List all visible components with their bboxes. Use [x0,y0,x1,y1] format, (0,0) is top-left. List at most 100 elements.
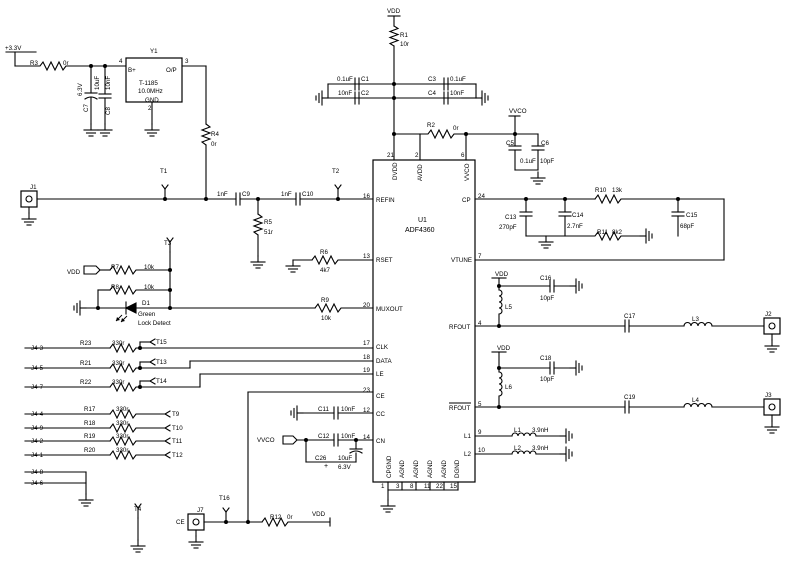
svg-text:O/P: O/P [166,67,177,74]
svg-text:L4: L4 [692,397,699,404]
svg-text:C14: C14 [572,212,584,219]
svg-text:J3: J3 [765,392,772,399]
svg-text:3.9nH: 3.9nH [532,427,549,434]
svg-text:19: 19 [363,367,370,374]
svg-text:Lock Detect: Lock Detect [138,320,171,327]
svg-text:T11: T11 [172,438,183,445]
svg-text:3: 3 [185,58,189,65]
svg-text:4: 4 [119,58,123,65]
loop-filter-section: R10 13k C13 270pF C14 2.7nF R11 8k2 C15 … [474,187,725,261]
svg-text:2.7nF: 2.7nF [567,223,583,230]
svg-text:J1: J1 [30,184,37,191]
svg-text:R5: R5 [264,219,272,226]
vdd-supply-section: VDD R1 10r 0.1uF C1 10nF C2 C3 0.1uF C4 … [315,8,554,185]
svg-text:CN: CN [376,438,385,445]
svg-text:10nF: 10nF [450,90,464,97]
svg-text:C6: C6 [541,140,549,147]
svg-text:R6: R6 [320,249,328,256]
svg-text:Green: Green [138,311,156,318]
svg-text:LE: LE [376,371,384,378]
svg-text:18: 18 [363,354,370,361]
svg-text:15: 15 [450,483,457,490]
svg-text:R19: R19 [84,433,96,440]
svg-text:T16: T16 [219,495,230,502]
svg-text:Y1: Y1 [150,48,158,55]
svg-text:11: 11 [424,483,431,490]
svg-text:RFOUT: RFOUT [449,324,471,331]
svg-text:T4: T4 [134,506,142,513]
svg-text:330r: 330r [116,433,128,440]
svg-text:J2: J2 [765,311,772,318]
svg-text:R7: R7 [111,264,119,271]
svg-text:VVCO: VVCO [464,163,471,181]
svg-text:10pF: 10pF [540,158,554,165]
svg-text:AGND: AGND [441,460,448,478]
svg-text:R3: R3 [30,60,38,67]
svg-text:T9: T9 [172,411,180,418]
svg-text:1: 1 [381,483,385,490]
svg-text:RSET: RSET [376,257,393,264]
svg-text:C4: C4 [428,90,436,97]
svg-text:T13: T13 [156,359,167,366]
svg-text:10uF: 10uF [338,455,352,462]
refin-section: J1 T1 1nF C9 R5 51r 1nF C10 T2 [20,168,374,269]
svg-text:13: 13 [363,253,370,260]
svg-text:10pF: 10pF [540,295,554,302]
svg-text:C15: C15 [686,212,698,219]
svg-text:330r: 330r [112,379,124,386]
svg-text:VDD: VDD [387,8,401,15]
svg-text:10nF: 10nF [341,406,355,413]
svg-text:L6: L6 [505,384,512,391]
svg-text:C16: C16 [540,275,552,282]
svg-text:R2: R2 [427,122,435,129]
svg-text:C17: C17 [624,313,636,320]
svg-text:R18: R18 [84,420,96,427]
chip-ref: U1 [418,217,427,224]
svg-text:C11: C11 [318,406,329,413]
svg-text:C10: C10 [302,191,314,198]
svg-text:10: 10 [478,447,485,454]
svg-text:T14: T14 [156,378,167,385]
svg-text:RFOUT: RFOUT [449,405,471,412]
svg-text:7: 7 [478,253,482,260]
svg-text:0.1uF: 0.1uF [337,76,353,83]
svg-text:DATA: DATA [376,358,392,365]
chip-right-pins: CP 24 VTUNE 7 RFOUT 4 RFOUT 5 L1 9 L2 10 [449,193,485,458]
svg-text:GND: GND [145,97,159,104]
chip-left-pins: REFIN 16 RSET 13 MUXOUT 20 CLK 17 DATA 1… [363,193,403,445]
svg-text:14: 14 [363,434,370,441]
svg-text:330r: 330r [116,420,128,427]
svg-text:C26: C26 [315,455,327,462]
svg-text:R1: R1 [400,32,408,39]
svg-text:+3.3V: +3.3V [5,45,22,52]
svg-text:23: 23 [363,387,370,394]
chip-body [372,159,476,483]
svg-text:10pF: 10pF [540,376,554,383]
svg-text:9: 9 [478,429,482,436]
svg-text:AGND: AGND [427,460,434,478]
svg-text:21: 21 [387,152,394,159]
svg-text:VDD: VDD [495,271,509,278]
svg-text:8k2: 8k2 [612,229,623,236]
svg-text:T3: T3 [164,240,172,247]
svg-text:VDD: VDD [312,511,326,518]
svg-text:13k: 13k [612,187,623,194]
svg-text:AGND: AGND [399,460,406,478]
svg-text:2: 2 [148,105,152,112]
rfout-section: VDD C16 10pF L5 C17 L3 J2 VDD [474,271,781,434]
svg-text:T10: T10 [172,425,183,432]
svg-text:C5: C5 [506,140,514,147]
svg-text:C13: C13 [505,214,517,221]
svg-text:24: 24 [478,193,485,200]
svg-text:J7: J7 [197,507,204,514]
svg-text:3: 3 [396,483,400,490]
svg-text:AVDD: AVDD [417,164,424,181]
svg-text:DVDD: DVDD [392,162,399,180]
serial-interface-section: J4-3 R23 330r T15 J4-5 R21 330r T13 J4-7… [24,338,374,553]
svg-text:C2: C2 [361,90,369,97]
svg-text:51r: 51r [264,229,273,236]
svg-text:C1: C1 [361,76,369,83]
svg-text:T1: T1 [160,168,168,175]
svg-text:R20: R20 [84,447,96,454]
